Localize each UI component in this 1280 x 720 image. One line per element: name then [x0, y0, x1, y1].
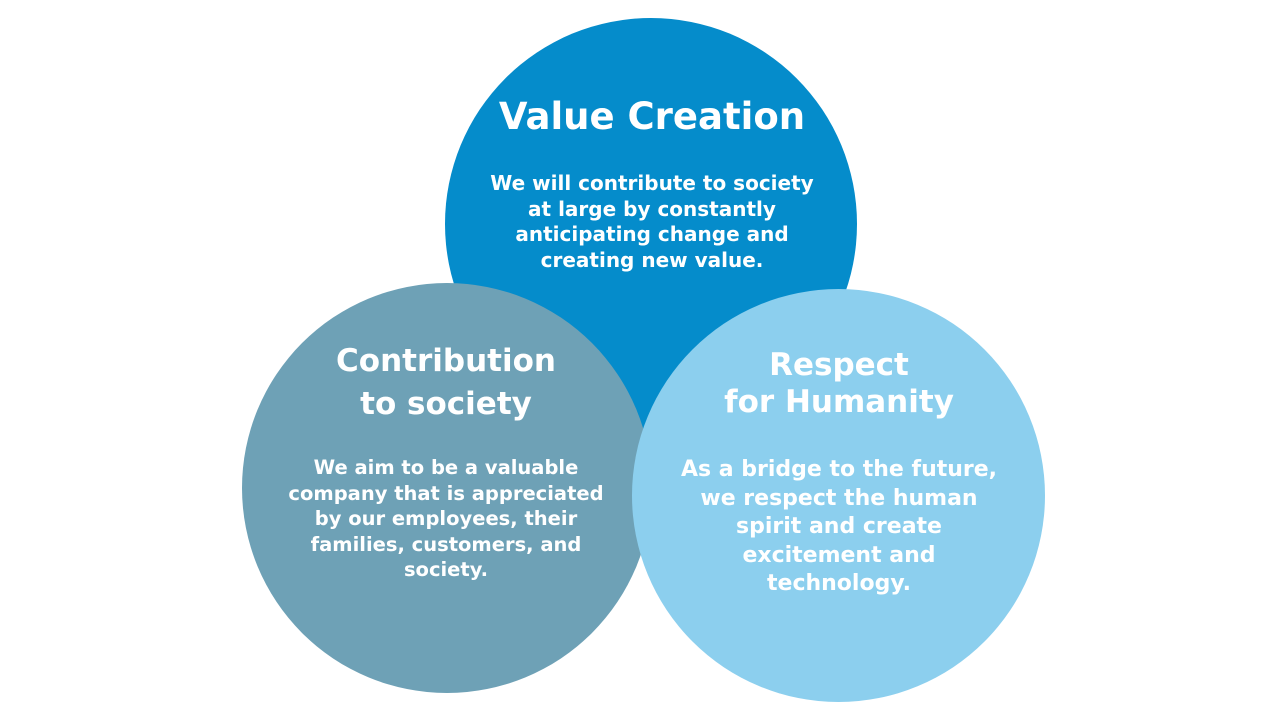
value-creation-description: We will contribute to society at large b…: [490, 171, 814, 272]
contribution-to-society-circle: [242, 283, 652, 693]
contribution-to-society-title: Contribution to society: [336, 343, 556, 422]
respect-for-humanity-description: As a bridge to the future, we respect th…: [680, 457, 998, 596]
value-creation-title: Value Creation: [498, 95, 806, 138]
respect-for-humanity-title: Respect for Humanity: [724, 347, 954, 420]
contribution-to-society-description: We aim to be a valuable company that is …: [288, 456, 604, 581]
respect-for-humanity-circle: [632, 289, 1045, 702]
